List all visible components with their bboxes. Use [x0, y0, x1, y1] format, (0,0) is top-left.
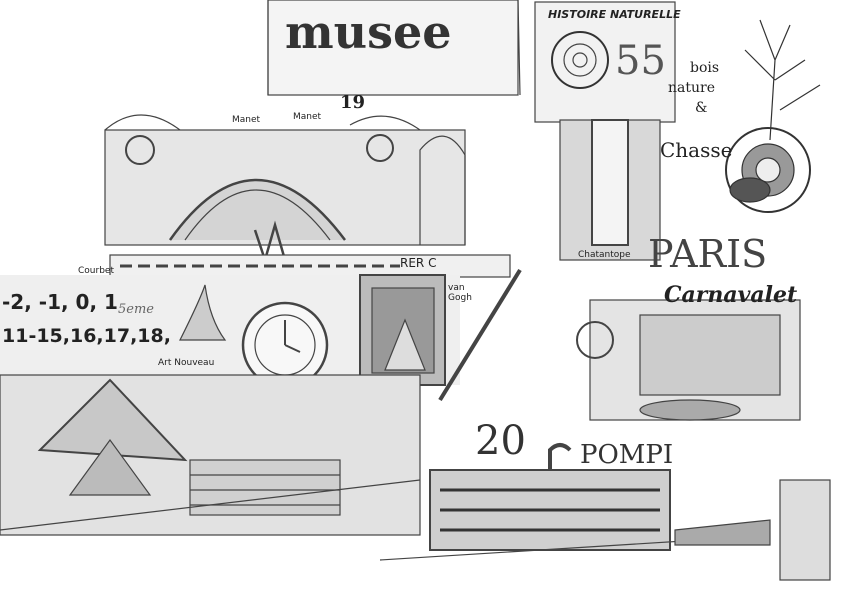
label-floors: -2, -1, 0, 1 [2, 290, 118, 314]
label-nature: nature [668, 80, 715, 96]
label-van-gogh: van Gogh [448, 283, 472, 303]
label-rooms: 11-15,16,17,18, [2, 325, 171, 347]
art-nouveau-lamp [179, 284, 227, 341]
van-gogh-frame [359, 268, 522, 402]
clock [241, 301, 329, 389]
label-carnavalet: Carnavalet [664, 282, 798, 308]
label-courbet: Courbet [78, 266, 114, 276]
label-amp: & [695, 100, 708, 116]
louvre [0, 374, 421, 536]
label-musee: musee [285, 5, 452, 59]
label-chatantope: Chatantope [578, 250, 631, 260]
tree-and-target [725, 19, 821, 213]
orsay-museum [104, 114, 466, 265]
carnavalet [576, 299, 801, 421]
vitrine [559, 119, 661, 261]
label-histoire-naturelle: HISTOIRE NATURELLE [548, 8, 681, 21]
label-manet-2: Manet [293, 112, 322, 122]
label-art-nouveau: Art Nouveau [158, 358, 215, 368]
rer-line [109, 254, 511, 278]
label-chasse: Chasse [660, 138, 733, 162]
musee-sign [267, 0, 521, 96]
label-paris: PARIS [648, 232, 768, 276]
label-bois: bois [690, 60, 720, 76]
label-5eme: 5eme [118, 302, 154, 317]
label-20: 20 [475, 418, 526, 464]
tower-sketch [674, 479, 831, 581]
label-55: 55 [615, 38, 666, 84]
label-19: 19 [340, 92, 366, 113]
label-manet-1: Manet [232, 115, 261, 125]
label-rer-c: RER C [400, 256, 437, 270]
label-pompi: POMPI [580, 440, 674, 470]
pompidou [379, 443, 701, 561]
